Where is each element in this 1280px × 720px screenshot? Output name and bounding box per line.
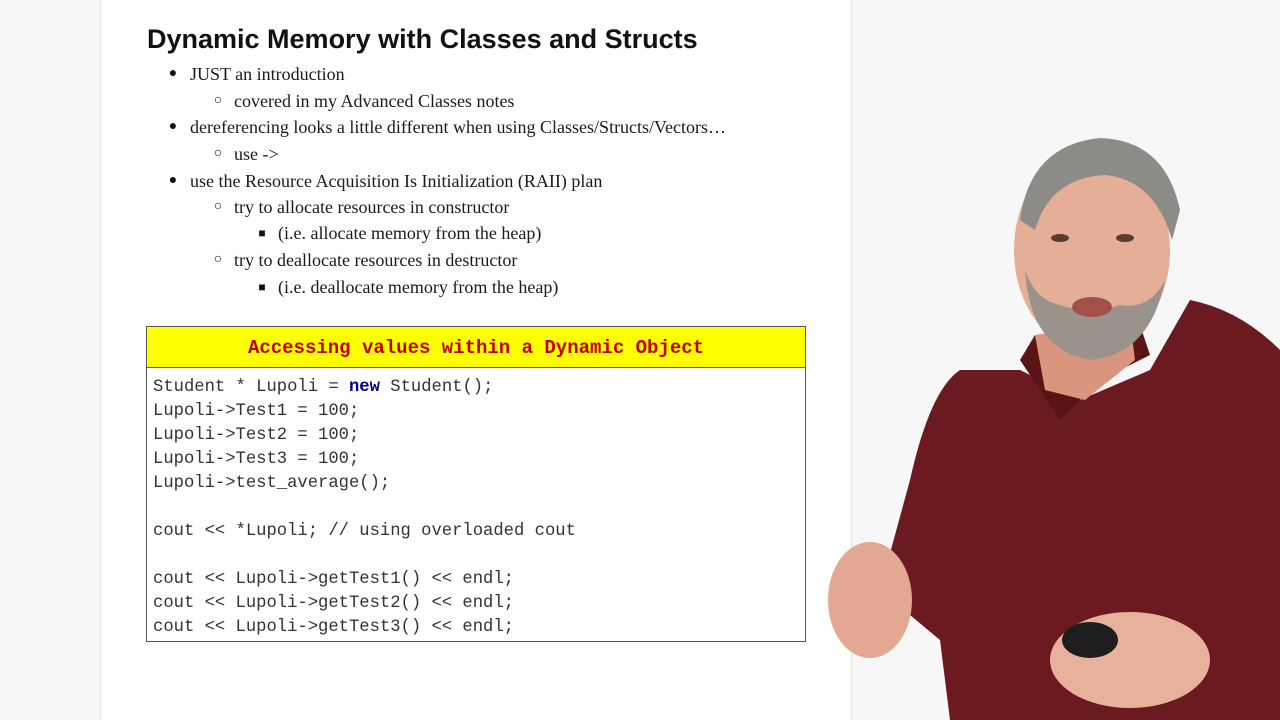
bullet-marker: ○ [213,252,223,267]
code-line: Lupoli->test_average(); [153,474,391,493]
code-line: Student * Lupoli = new Student(); [153,376,805,400]
code-box: Accessing values within a Dynamic Object… [146,326,806,642]
code-box-header: Accessing values within a Dynamic Object [147,327,805,368]
code-line [153,544,805,568]
bullet-text: try to deallocate resources in destructo… [234,250,518,270]
bullet-marker: ● [168,119,178,134]
bullet-text: (i.e. deallocate memory from the heap) [278,277,559,297]
bullet-text: use the Resource Acquisition Is Initiali… [190,171,603,191]
code-line [153,496,805,520]
slide-title: Dynamic Memory with Classes and Structs [147,24,698,54]
bullet-marker: ○ [213,93,223,108]
code-box-body: Student * Lupoli = new Student(); Lupoli… [147,368,805,640]
bullet-text: use -> [234,144,279,164]
code-keyword: new [348,378,380,397]
bullet-text: JUST an introduction [190,64,345,84]
bullet-marker: ■ [258,226,266,240]
code-line: Lupoli->Test1 = 100; [153,402,360,421]
bullet-text: dereferencing looks a little different w… [190,117,727,137]
bullet-marker: ○ [213,199,223,214]
code-line: cout << *Lupoli; // using overloaded cou… [153,522,576,541]
presenter-figure [828,138,1280,720]
bullet-marker: ■ [258,280,266,294]
code-line: Lupoli->Test2 = 100; [153,426,360,445]
slide: Dynamic Memory with Classes and Structs … [100,0,852,720]
code-line: cout << Lupoli->getTest1() << endl; [153,570,514,589]
code-line: cout << Lupoli->getTest2() << endl; [153,594,514,613]
bullet-text: (i.e. allocate memory from the heap) [278,223,542,243]
bullet-marker: ● [168,173,178,188]
bullet-marker: ○ [213,146,223,161]
bullet-text: covered in my Advanced Classes notes [234,91,515,111]
code-segment: Student * Lupoli = [153,378,349,397]
bullet-marker: ● [168,66,178,81]
code-line: Lupoli->Test3 = 100; [153,450,360,469]
code-segment: Student(); [379,378,494,397]
code-line: cout << Lupoli->getTest3() << endl; [153,618,514,637]
bullet-text: try to allocate resources in constructor [234,197,510,217]
